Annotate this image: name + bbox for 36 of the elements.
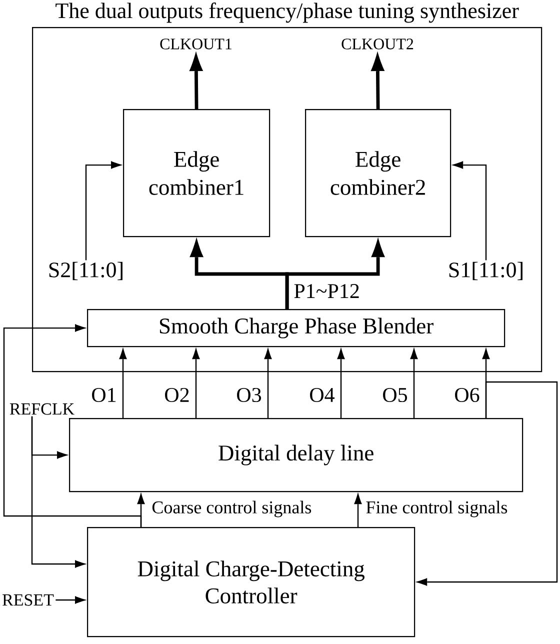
signal-label: RESET (2, 594, 54, 606)
arrow (410, 347, 418, 418)
signal-label: S2[11:0] (49, 262, 122, 280)
signal-label: S1[11:0] (449, 262, 522, 280)
arrow (119, 347, 127, 418)
arrow (451, 161, 487, 260)
arrow (337, 347, 345, 418)
edge-label: O4 (310, 388, 334, 402)
signal-label: CLKOUT2 (342, 38, 414, 50)
bus-arrow (189, 51, 204, 110)
edge-label: P1~P12 (294, 284, 359, 298)
arrow (31, 416, 87, 568)
edge-label: O3 (237, 388, 261, 402)
arrow (354, 492, 362, 527)
title: The dual outputs frequency/phase tuning synthesizer (56, 2, 519, 23)
arrow (192, 347, 200, 418)
block-box: Digital Charge-Detecting Controller (87, 527, 416, 638)
arrow (85, 161, 123, 260)
block-box: Smooth Charge Phase Blender (87, 309, 506, 348)
arrow (56, 596, 87, 604)
arrow (3, 324, 142, 527)
block-box: Edge combiner2 (305, 109, 452, 238)
edge-label: O5 (383, 388, 407, 402)
arrow (264, 347, 272, 418)
bus-arrow (370, 51, 385, 110)
signal-label: REFCLK (10, 403, 74, 415)
edge-label: Fine control signals (366, 500, 508, 518)
signal-label: CLKOUT1 (160, 38, 232, 50)
edge-label: O6 (455, 388, 480, 402)
bus-arrow (285, 237, 386, 309)
block-box: Digital delay line (69, 418, 524, 492)
edge-label: O2 (165, 388, 189, 402)
arrow (415, 381, 558, 586)
block-box: Edge combiner1 (123, 109, 270, 238)
edge-label: O1 (92, 388, 116, 402)
edge-label: Coarse control signals (152, 500, 312, 518)
